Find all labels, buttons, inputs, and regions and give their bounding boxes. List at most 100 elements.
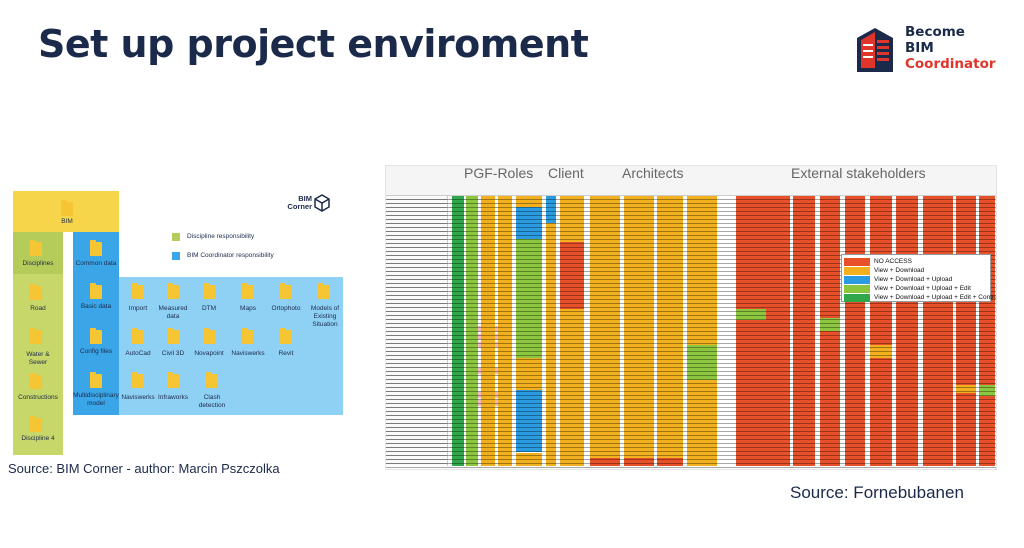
disciplines-header: Disciplines	[22, 260, 54, 267]
matrix-cell-block	[560, 196, 584, 242]
matrix-cell-block	[979, 395, 995, 466]
folder-icon	[203, 328, 215, 344]
matrix-cell-block	[820, 331, 840, 466]
app-civil3d: Civil 3D	[161, 350, 185, 357]
legend-row: View + Download + Upload + Edit + Contro…	[844, 293, 996, 302]
app-ortophoto: Ortophoto	[271, 305, 301, 312]
matrix-cell-block	[657, 457, 683, 466]
slide-title: Set up project enviroment	[38, 22, 589, 66]
bim-label: BIM	[61, 218, 73, 225]
access-legend: NO ACCESS View + Download View + Downloa…	[841, 254, 996, 302]
matrix-cell-block	[793, 196, 815, 466]
app-import: Import	[128, 305, 148, 312]
source-right: Source: Fornebubanen	[790, 483, 964, 502]
matrix-cell-block	[624, 457, 654, 466]
matrix-cell-block	[820, 196, 840, 318]
matrix-cell-block	[956, 385, 976, 394]
matrix-cell-block	[452, 196, 464, 466]
folder-icon	[132, 328, 144, 344]
matrix-cell-block	[516, 390, 542, 453]
matrix-cell-block	[590, 196, 620, 458]
discipline-4: Discipline 4	[21, 435, 55, 442]
matrix-cell-block	[979, 385, 995, 396]
folder-icon	[90, 328, 102, 344]
folder-icon	[167, 283, 179, 299]
matrix-cell-block	[845, 196, 865, 466]
common-data-header: Common data	[75, 260, 117, 267]
access-matrix: PGF-Roles Client Architects External sta…	[385, 165, 997, 470]
folder-structure-diagram: BIM Disciplines Road Water & Sewer Const…	[10, 190, 350, 460]
legend-swatch	[844, 267, 870, 275]
folder-icon	[167, 328, 179, 344]
matrix-column	[516, 196, 542, 466]
folder-icon	[90, 372, 102, 388]
matrix-column	[766, 196, 790, 466]
folder-icon	[318, 283, 330, 299]
common-basic-data: Basic data	[80, 303, 112, 310]
matrix-cell-block	[820, 317, 840, 331]
matrix-cell-block	[560, 309, 584, 466]
app-navisworks: Naviswerks	[231, 350, 265, 357]
become-bim-coordinator-logo: Become BIM Coordinator	[853, 22, 1013, 78]
logo-line-3: Coordinator	[905, 56, 996, 72]
legend-swatch	[844, 294, 870, 302]
matrix-column	[657, 196, 683, 466]
legend-row: View + Download + Upload	[844, 275, 990, 284]
matrix-cell-block	[896, 196, 918, 466]
matrix-cell-block	[870, 344, 892, 358]
source-left: Source: BIM Corner - author: Marcin Pszc…	[8, 461, 280, 476]
matrix-cell-block	[657, 196, 683, 458]
folder-icon	[61, 200, 73, 216]
matrix-cell-block	[466, 196, 478, 466]
common-config-files: Config files	[79, 348, 113, 355]
matrix-header-row	[386, 166, 996, 196]
common-data-inner	[73, 277, 119, 415]
legend-swatch	[844, 258, 870, 266]
matrix-heading-client: Client	[548, 165, 584, 181]
matrix-heading-pgf-roles: PGF-Roles	[464, 165, 534, 181]
matrix-column	[624, 196, 654, 466]
matrix-cell-block	[498, 196, 512, 466]
matrix-cell-block	[624, 196, 654, 458]
matrix-column	[590, 196, 620, 466]
bim-corner-brand-line2: Corner	[287, 202, 312, 211]
matrix-column	[452, 196, 464, 466]
matrix-column	[560, 196, 584, 466]
matrix-cell-block	[687, 379, 717, 418]
matrix-cell-block	[590, 457, 620, 466]
matrix-column	[820, 196, 840, 466]
discipline-constructions: Constructions	[18, 394, 58, 401]
logo-line-1: Become	[905, 24, 965, 40]
app-navisworks-2: Naviswerks	[121, 394, 155, 401]
legend-view-download: View + Download	[874, 267, 925, 274]
matrix-column	[956, 196, 976, 466]
matrix-cell-block	[481, 196, 495, 466]
matrix-cell-block	[560, 241, 584, 310]
app-dtm: DTM	[201, 305, 217, 312]
folder-icon	[242, 283, 254, 299]
matrix-cell-block	[766, 196, 790, 466]
folder-icon	[90, 240, 102, 256]
matrix-cell-block	[546, 196, 556, 223]
app-models-existing: Models of Existing Situation	[310, 305, 340, 328]
discipline-water-sewer: Water & Sewer	[26, 351, 50, 366]
discipline-legend-swatch	[172, 233, 180, 241]
cube-icon	[314, 194, 330, 212]
app-novapoint: Novapoint	[194, 350, 224, 357]
folder-icon	[132, 372, 144, 388]
app-infraworks: Infraworks	[158, 394, 188, 401]
legend-row: NO ACCESS	[844, 257, 990, 266]
folder-icon	[30, 416, 42, 432]
folder-icon	[90, 283, 102, 299]
matrix-column	[896, 196, 918, 466]
matrix-cell-block	[516, 196, 542, 207]
matrix-column	[481, 196, 495, 466]
logo-line-2: BIM	[905, 40, 934, 56]
app-clash-detection: Clash detection	[198, 394, 226, 409]
folder-icon	[280, 328, 292, 344]
matrix-cell-block	[516, 358, 542, 391]
matrix-column	[736, 196, 766, 466]
folder-icon	[30, 240, 42, 256]
legend-view-download-upload: View + Download + Upload	[874, 276, 953, 283]
bim-coordinator-legend-label: BIM Coordinator responsibility	[187, 252, 274, 259]
